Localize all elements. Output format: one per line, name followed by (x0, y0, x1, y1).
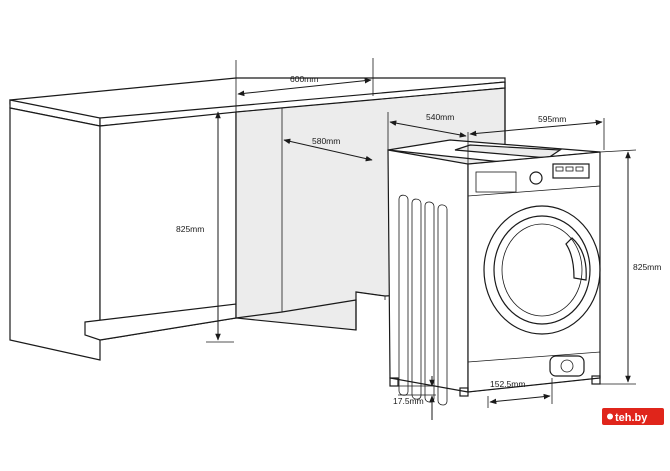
display-icon (552, 163, 590, 179)
filter-cover-icon (549, 355, 585, 377)
niche-width-label: 600mm (290, 74, 318, 84)
watermark: teh.by (602, 408, 664, 425)
watermark-dot-icon (607, 413, 613, 420)
machine-depth-label: 540mm (426, 112, 454, 122)
machine-height-label: 825mm (633, 262, 661, 272)
program-knob-icon (529, 171, 543, 185)
door (483, 205, 601, 335)
dimension-labels: 600mm 580mm 825mm 540mm 595mm 825mm 17.5… (176, 74, 661, 406)
niche-depth-label: 580mm (312, 136, 340, 146)
dimension-lines (215, 77, 631, 420)
machine-width-label: 595mm (538, 114, 566, 124)
niche-height-label: 825mm (176, 224, 204, 234)
washing-machine (387, 112, 637, 408)
foot-icon (389, 377, 399, 387)
watermark-text: teh.by (615, 412, 648, 424)
feet-offset-label: 152.5mm (490, 379, 525, 389)
feet-height-label: 17.5mm (393, 396, 424, 406)
